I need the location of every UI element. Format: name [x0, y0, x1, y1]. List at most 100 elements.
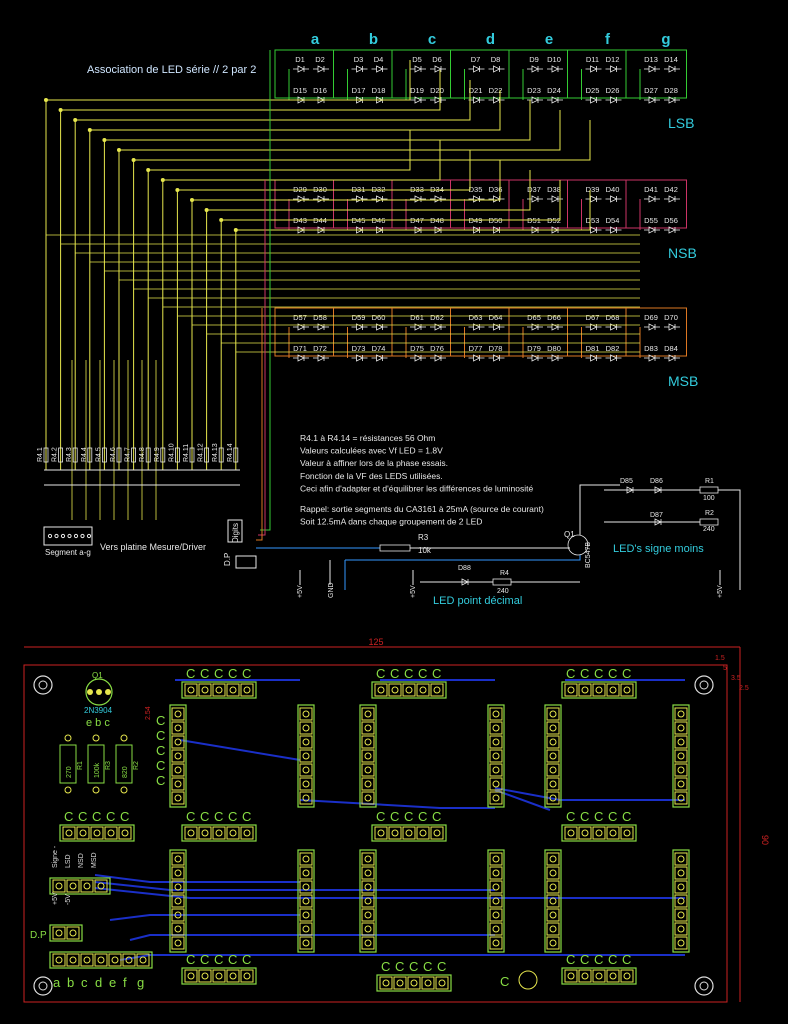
pad-hole: [187, 686, 195, 694]
r1-value: 100: [703, 495, 715, 502]
resistor-label: R4.1: [37, 447, 44, 462]
small-dimension: 3.5: [731, 675, 741, 682]
led-ref: D58: [313, 313, 327, 322]
pad: [184, 969, 198, 983]
pad-hole: [302, 939, 310, 947]
pin-header: [181, 681, 257, 699]
resistor-icon: [204, 447, 210, 463]
pcb-trace: [494, 787, 685, 801]
pad: [674, 791, 688, 805]
common-label: C: [390, 809, 399, 824]
pad: [489, 763, 503, 777]
pad-hole: [302, 738, 310, 746]
pad: [578, 683, 592, 697]
pad: [299, 852, 313, 866]
signal-bus: [235, 190, 591, 470]
pad: [108, 953, 122, 967]
common-label: C: [580, 809, 589, 824]
pad: [592, 969, 606, 983]
pad: [489, 721, 503, 735]
pad-hole: [549, 780, 557, 788]
resistor-label: R4.11: [183, 444, 190, 462]
signal-bus: [220, 180, 561, 470]
resistor-label: R4.8: [139, 447, 146, 462]
pcb-trace: [94, 874, 300, 883]
led-icon: [356, 195, 364, 203]
pad: [606, 969, 620, 983]
resistor-label: R4.3: [66, 447, 73, 462]
pad: [171, 908, 185, 922]
common-label: C: [228, 952, 237, 967]
led-ref: D37: [527, 185, 541, 194]
pad-hole: [581, 829, 589, 837]
led-ref: D8: [491, 55, 501, 64]
pad: [184, 826, 198, 840]
pin-header: [169, 704, 187, 808]
pad: [90, 826, 104, 840]
led-ref: D23: [527, 86, 541, 95]
pad: [361, 908, 375, 922]
pad-hole: [549, 738, 557, 746]
pad: [299, 707, 313, 721]
led-icon: [493, 195, 501, 203]
resistor-label: R4.9: [154, 447, 161, 462]
pad-hole: [677, 738, 685, 746]
pad-hole: [396, 979, 404, 987]
note-line: R4.1 à R4.14 = résistances 56 Ohm: [300, 433, 435, 443]
common-label: C: [566, 952, 575, 967]
pad-hole: [492, 911, 500, 919]
led-ref: D22: [489, 86, 503, 95]
signal-bus: [74, 80, 471, 470]
pad: [546, 749, 560, 763]
pad-hole: [609, 972, 617, 980]
led-ref: D67: [586, 313, 600, 322]
pad: [435, 976, 449, 990]
pad-hole: [549, 939, 557, 947]
note-line: Valeur à affiner lors de la phase essais…: [300, 458, 448, 468]
pad: [388, 826, 402, 840]
led-ref: D84: [664, 344, 678, 353]
signal-bus: [118, 110, 561, 470]
pad-hole: [581, 686, 589, 694]
mounting-hole: [33, 976, 53, 996]
pad-hole: [83, 956, 91, 964]
led-ref: D2: [315, 55, 325, 64]
common-label: C: [404, 666, 413, 681]
led-ref: D19: [410, 86, 424, 95]
common-label: C: [622, 666, 631, 681]
junction-dot: [146, 168, 151, 172]
pad: [171, 735, 185, 749]
resistor-icon: [72, 447, 78, 463]
pad-hole: [364, 794, 372, 802]
pad-hole: [567, 829, 575, 837]
resistor-footprint: [59, 744, 77, 784]
pad: [546, 852, 560, 866]
common-label: C: [409, 959, 418, 974]
common-label: C: [500, 974, 509, 989]
pad-hole: [549, 925, 557, 933]
pad: [184, 683, 198, 697]
led-icon: [414, 195, 422, 203]
pad-hole: [419, 686, 427, 694]
pin-header: [371, 824, 447, 842]
common-label: C: [437, 959, 446, 974]
pad-hole: [492, 752, 500, 760]
mounting-hole: [33, 675, 53, 695]
pad-hole: [125, 956, 133, 964]
pad: [489, 894, 503, 908]
supply-wire: [718, 489, 741, 590]
pad-hole: [492, 794, 500, 802]
pad-hole: [549, 752, 557, 760]
pin-header: [544, 704, 562, 808]
pad: [674, 777, 688, 791]
pad-hole: [677, 780, 685, 788]
emitter-wire: [345, 555, 581, 561]
pad: [52, 926, 66, 940]
pad-hole: [302, 780, 310, 788]
common-label: C: [566, 666, 575, 681]
pad-hole: [302, 897, 310, 905]
resistor-value: 270: [66, 766, 73, 778]
resistor-icon: [43, 447, 49, 463]
pad: [592, 826, 606, 840]
pcb-trace: [109, 914, 300, 921]
